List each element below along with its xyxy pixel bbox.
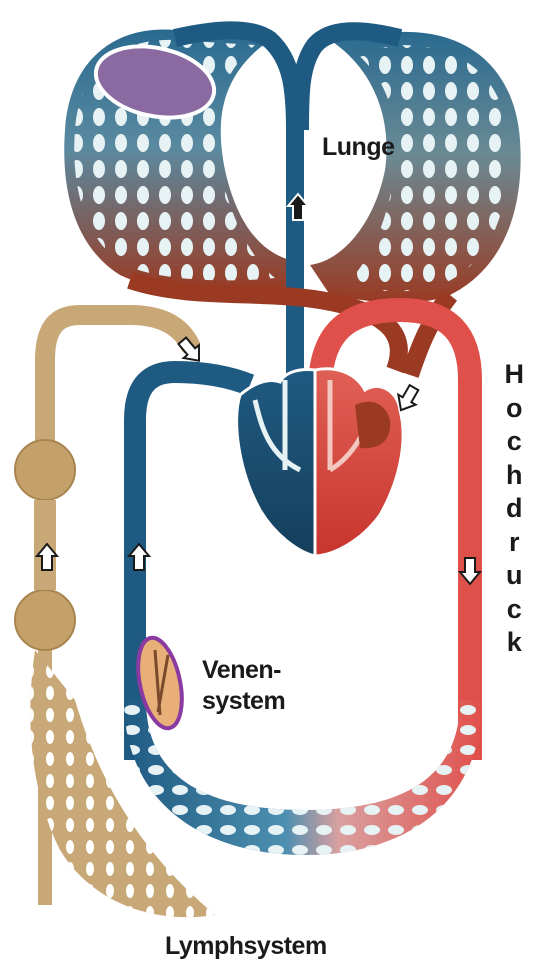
lymph-system bbox=[15, 315, 215, 917]
label-venensystem: Venen- system bbox=[202, 655, 285, 717]
heart bbox=[237, 369, 403, 556]
label-venensystem-line1: Venen- bbox=[202, 655, 285, 686]
lung-right bbox=[310, 32, 521, 303]
label-lymphsystem: Lymphsystem bbox=[165, 932, 327, 961]
label-lunge: Lunge bbox=[322, 133, 395, 162]
label-venensystem-line2: system bbox=[202, 686, 285, 717]
lung-left bbox=[64, 29, 290, 292]
